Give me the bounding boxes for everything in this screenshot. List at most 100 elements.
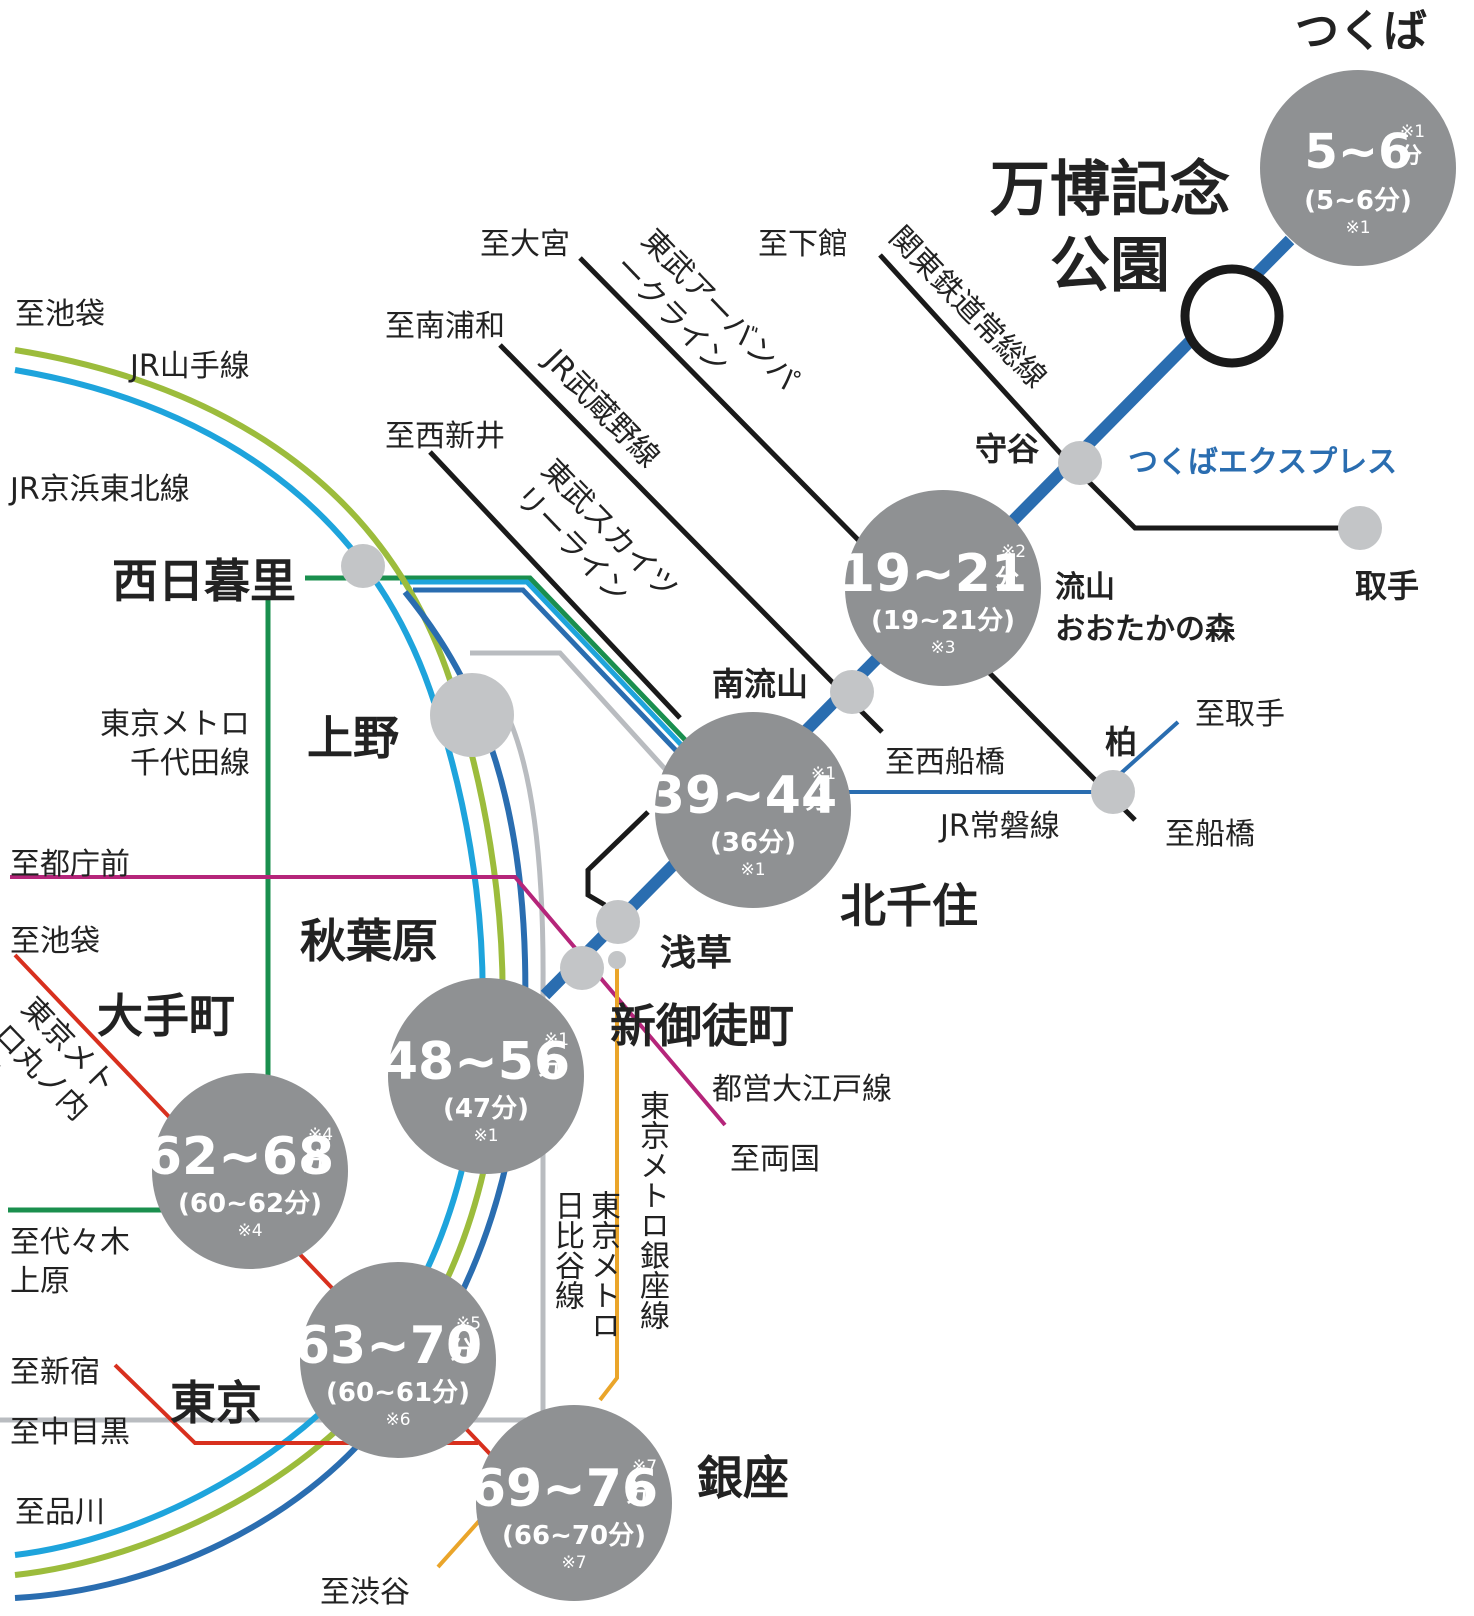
kitasenju-time-node: 39~44 ※1 分 (36分) ※1: [649, 712, 851, 908]
tx-branch-blue: [413, 587, 687, 762]
ueno-node: [430, 673, 514, 757]
banpaku-node: [1180, 264, 1284, 368]
title-line2: 公園: [1050, 231, 1170, 301]
toride-node: [1338, 506, 1382, 550]
station-akihabara: 秋葉原: [300, 914, 438, 968]
station-nagareyama-1: 流山: [1055, 570, 1115, 605]
station-minami-nagareyama: 南流山: [712, 665, 809, 703]
dir-toride: 至取手: [1195, 697, 1285, 732]
moriya-node: [1058, 441, 1102, 485]
kitasenju-note-bottom: ※1: [740, 860, 766, 880]
dir-nakameguro: 至中目黒: [10, 1415, 130, 1450]
otemachi-time: 62~68: [145, 1127, 335, 1187]
nagareyama-time-node: 19~21 ※2 分 (19~21分) ※3: [839, 490, 1041, 686]
small-node: [608, 951, 626, 969]
otemachi-note-top: ※4: [308, 1125, 334, 1145]
dir-ikebukuro-top: 至池袋: [15, 297, 105, 332]
kanto-line: [878, 253, 1340, 531]
tokyo-unit: 分: [450, 1336, 474, 1364]
tsukuba-unit: 分: [1400, 144, 1423, 169]
ginza-note-bottom: ※7: [561, 1553, 587, 1573]
station-kashiwa: 柏: [1105, 723, 1138, 761]
station-asakusa: 浅草: [660, 933, 733, 974]
tsukuba-note-top: ※1: [1400, 122, 1426, 142]
tokyo-note-bottom: ※6: [385, 1410, 411, 1430]
tobu-sky-line: [428, 450, 682, 720]
dir-nishifunabashi: 至西船橋: [885, 745, 1005, 780]
otemachi-unit: 分: [302, 1147, 326, 1175]
tsukuba-label: つくば: [1295, 6, 1427, 57]
dir-nishiarai: 至西新井: [385, 419, 505, 454]
chiyoda-line: [8, 575, 692, 1213]
nagareyama-note-top: ※2: [1001, 542, 1027, 562]
tokyo-time-node: 63~70 ※5 分 (60~61分) ※6: [294, 1262, 496, 1458]
station-otemachi: 大手町: [97, 989, 235, 1043]
chiyoda-label: 東京メトロ千代田線: [100, 707, 250, 781]
nagareyama-time: 19~21: [838, 544, 1028, 604]
shinokachimachi-unit: 分: [538, 1052, 562, 1080]
otemachi-time-node: 62~68 ※4 分 (60~62分) ※4: [146, 1073, 348, 1269]
dir-tochomae: 至都庁前: [10, 847, 130, 882]
kitasenju-alt: (36分): [710, 828, 796, 858]
otemachi-alt: (60~62分): [178, 1189, 322, 1219]
nishinippori-node: [341, 544, 385, 588]
tobu-sky-asakusa: [585, 810, 650, 908]
keihin-label: JR京浜東北線: [10, 472, 190, 507]
nagareyama-note-bottom: ※3: [930, 638, 956, 658]
shinokachimachi-note-bottom: ※1: [473, 1126, 499, 1146]
otemachi-note-bottom: ※4: [237, 1221, 263, 1241]
shinokachimachi-time: 48~56: [381, 1032, 571, 1092]
station-ueno: 上野: [307, 711, 399, 765]
dir-ikebukuro-mid: 至池袋: [10, 924, 100, 959]
dir-ryogoku: 至両国: [730, 1142, 820, 1177]
ginza-time-node: 69~76 ※7 分 (66~70分) ※7: [470, 1405, 672, 1601]
kitasenju-time: 39~44: [648, 766, 838, 826]
chiyoda-line-2: [400, 579, 690, 754]
station-tokyo: 東京: [170, 1376, 262, 1430]
station-moriya: 守谷: [975, 430, 1040, 468]
dir-funabashi: 至船橋: [1165, 817, 1255, 852]
kashiwa-node: [1091, 770, 1135, 814]
keihin-line: [14, 367, 486, 1558]
minami-nagareyama-node: [830, 670, 874, 714]
shinokachimachi-time-node: 48~56 ※1 分 (47分) ※1: [382, 978, 584, 1174]
station-ginza: 銀座: [697, 1451, 789, 1505]
ginza-line-label: 東京メトロ銀座線: [634, 1090, 669, 1330]
ginza-line: [436, 960, 619, 1569]
dir-shinagawa: 至品川: [15, 1495, 105, 1530]
yamanote-label: JR山手線: [130, 349, 250, 384]
hibiya-label: 東京メトロ日比谷線: [549, 1190, 620, 1340]
station-kitasenju: 北千住: [840, 879, 978, 933]
tokyo-time: 63~70: [293, 1316, 483, 1376]
title-line1: 万博記念: [990, 155, 1230, 225]
station-toride: 取手: [1355, 567, 1420, 605]
dir-shibuya: 至渋谷: [320, 1575, 410, 1610]
dir-shimodate: 至下館: [758, 227, 848, 262]
shinokachimachi-note-top: ※1: [544, 1030, 570, 1050]
ginza-note-top: ※7: [632, 1457, 658, 1477]
station-nishinippori: 西日暮里: [112, 554, 296, 608]
ginza-unit: 分: [626, 1479, 650, 1507]
nagareyama-unit: 分: [995, 564, 1019, 592]
nagareyama-alt: (19~21分): [871, 606, 1015, 636]
tsukuba-time-node: 5~6 ※1 分 (5~6分) ※1: [1260, 70, 1456, 266]
tx-line-label: つくばエクスプレス: [1128, 445, 1398, 480]
shinokachimachi-node: [560, 946, 604, 990]
tsukuba-note-bottom: ※1: [1345, 218, 1371, 238]
dir-minami-urawa: 至南浦和: [385, 309, 505, 344]
station-shinokachimachi: 新御徒町: [610, 999, 794, 1053]
dir-omiya: 至大宮: [480, 227, 570, 262]
dir-yoyogiuehara: 至代々木上原: [10, 1225, 130, 1299]
kitasenju-unit: 分: [805, 786, 829, 814]
asakusa-node: [596, 900, 640, 944]
tsukuba-time: 5~6: [1304, 124, 1412, 180]
oedo-label: 都営大江戸線: [712, 1072, 892, 1107]
ginza-alt: (66~70分): [502, 1521, 646, 1551]
ginza-time: 69~76: [469, 1459, 659, 1519]
tsukuba-alt: (5~6分): [1304, 186, 1412, 216]
oedo-line: [10, 875, 727, 1127]
dir-shinjuku: 至新宿: [10, 1355, 100, 1390]
shinokachimachi-alt: (47分): [443, 1094, 529, 1124]
tokyo-alt: (60~61分): [326, 1378, 470, 1408]
